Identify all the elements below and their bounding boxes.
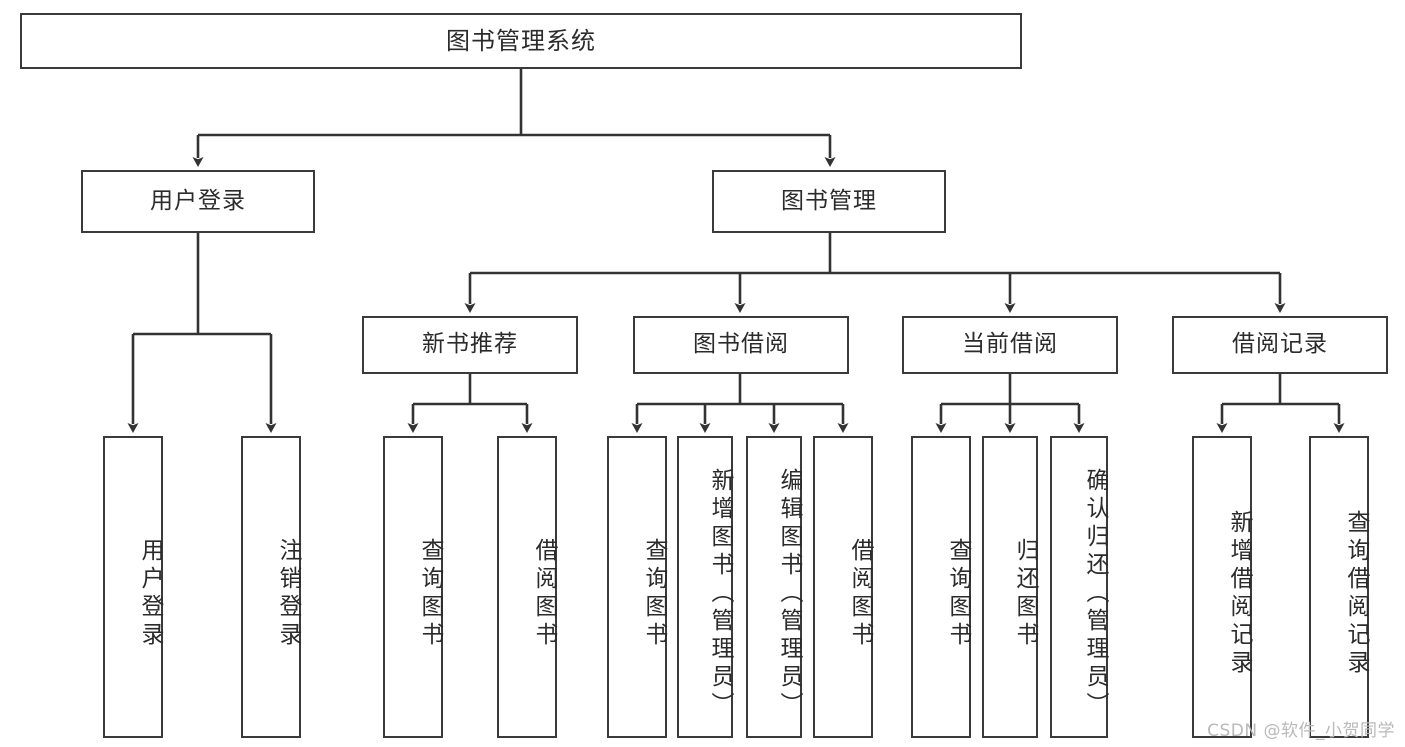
leaf-edit-book[interactable]: 编辑图书（管理员） <box>746 436 802 738</box>
node-label: 用户登录 <box>150 187 246 214</box>
leaf-borrow-book-recommend[interactable]: 借阅图书 <box>497 436 557 738</box>
node-user-login[interactable]: 用户登录 <box>81 170 315 233</box>
node-label: 借阅图书 <box>531 538 557 650</box>
node-label: 新增借阅记录 <box>1226 510 1252 678</box>
node-label: 图书管理系统 <box>446 26 596 55</box>
node-label: 新书推荐 <box>422 331 518 358</box>
leaf-user-login[interactable]: 用户登录 <box>103 436 163 738</box>
node-label: 归还图书 <box>1012 538 1038 650</box>
node-label: 查询图书 <box>945 538 971 650</box>
node-label: 借阅记录 <box>1232 331 1328 358</box>
node-book-manage[interactable]: 图书管理 <box>712 170 946 233</box>
watermark-text: CSDN @软件_小贺同学 <box>1207 721 1395 741</box>
leaf-query-record[interactable]: 查询借阅记录 <box>1309 436 1369 738</box>
leaf-query-book-current[interactable]: 查询图书 <box>911 436 971 738</box>
leaf-borrow-book-borrow[interactable]: 借阅图书 <box>813 436 873 738</box>
node-root-system[interactable]: 图书管理系统 <box>20 13 1022 69</box>
node-label: 注销登录 <box>275 538 301 650</box>
node-label: 图书借阅 <box>693 331 789 358</box>
node-new-book-recommend[interactable]: 新书推荐 <box>362 316 578 374</box>
node-label: 确认归还（管理员） <box>1082 468 1108 720</box>
node-label: 借阅图书 <box>847 538 873 650</box>
node-label: 查询图书 <box>641 538 667 650</box>
node-borrow-record[interactable]: 借阅记录 <box>1172 316 1388 374</box>
leaf-return-book[interactable]: 归还图书 <box>982 436 1038 738</box>
node-label: 查询图书 <box>417 538 443 650</box>
leaf-add-record[interactable]: 新增借阅记录 <box>1192 436 1252 738</box>
node-book-borrow[interactable]: 图书借阅 <box>633 316 849 374</box>
node-label: 编辑图书（管理员） <box>776 468 802 720</box>
leaf-query-book-borrow[interactable]: 查询图书 <box>607 436 667 738</box>
node-label: 查询借阅记录 <box>1343 510 1369 678</box>
leaf-add-book[interactable]: 新增图书（管理员） <box>677 436 733 738</box>
leaf-logout-login[interactable]: 注销登录 <box>241 436 301 738</box>
leaf-query-book-recommend[interactable]: 查询图书 <box>383 436 443 738</box>
node-label: 图书管理 <box>781 187 877 214</box>
node-label: 新增图书（管理员） <box>707 468 733 720</box>
node-label: 当前借阅 <box>962 331 1058 358</box>
node-label: 用户登录 <box>137 538 163 650</box>
leaf-confirm-return[interactable]: 确认归还（管理员） <box>1050 436 1108 738</box>
node-current-borrow[interactable]: 当前借阅 <box>902 316 1118 374</box>
